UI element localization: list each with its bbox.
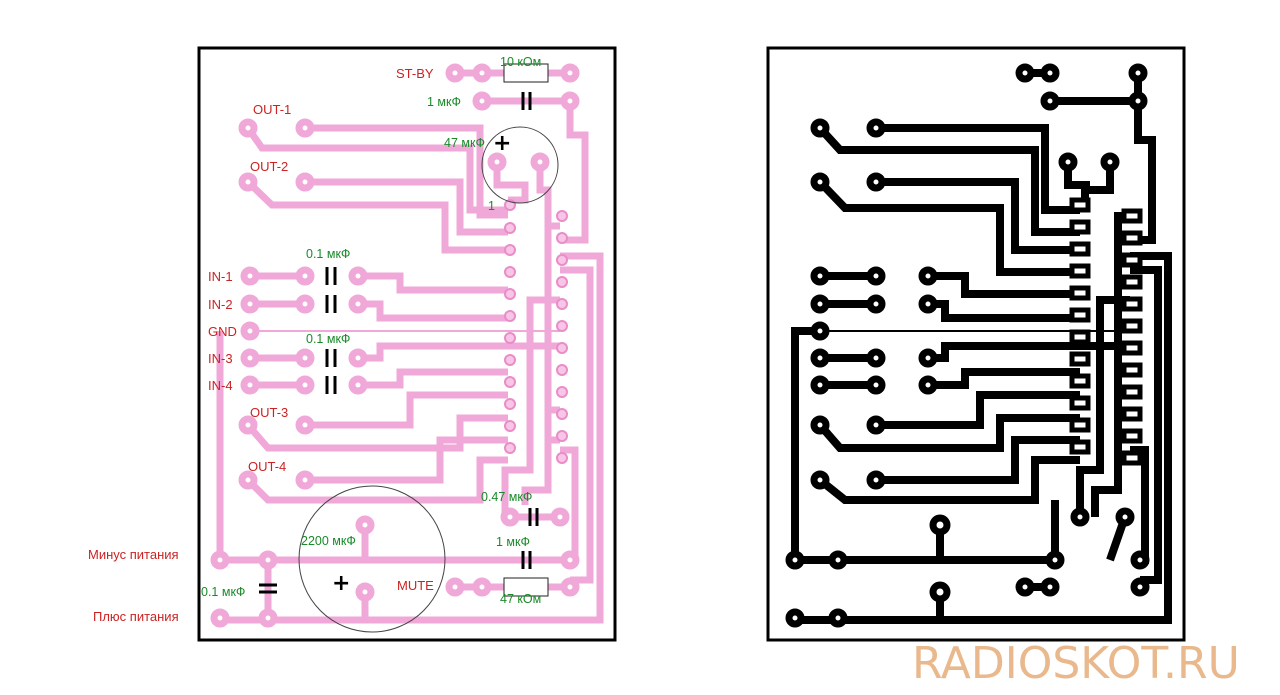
label-in-2: IN-2 — [208, 297, 233, 312]
component-side-board: ST-BY OUT-1 OUT-2 IN-1 IN-2 GND IN-3 IN-… — [88, 46, 617, 642]
label-c-2200uf: 2200 мкФ — [301, 534, 356, 548]
component-symbols — [259, 63, 559, 633]
label-st-by: ST-BY — [396, 66, 434, 81]
capacitor-symbol-047uf — [528, 508, 539, 526]
pink-traces — [216, 69, 604, 624]
label-out-2: OUT-2 — [250, 159, 288, 174]
label-in-1: IN-1 — [208, 269, 233, 284]
label-r-10k: 10 кОм — [500, 55, 541, 69]
site-watermark: RADIOSKOT.RU — [912, 638, 1240, 689]
label-in-3: IN-3 — [208, 351, 233, 366]
copper-side-board — [766, 46, 1186, 642]
capacitor-symbol-in2 — [325, 295, 337, 313]
resistor-47k — [503, 577, 549, 597]
connector-labels: ST-BY OUT-1 OUT-2 IN-1 IN-2 GND IN-3 IN-… — [88, 66, 434, 624]
capacitor-outline-47uf — [481, 126, 559, 204]
label-pin-1: 1 — [488, 199, 495, 213]
label-c-47uf: 47 мкФ — [444, 136, 485, 150]
capacitor-symbol-1uf-top — [521, 92, 532, 110]
component-labels: 10 кОм 1 мкФ 47 мкФ 1 0.1 мкФ 0.1 мкФ 0.… — [201, 55, 541, 606]
label-gnd: GND — [208, 324, 237, 339]
capacitor-symbol-in4 — [325, 376, 337, 394]
label-mute: MUTE — [397, 578, 434, 593]
label-c-1uf-top: 1 мкФ — [427, 95, 461, 109]
copper-ic-pads — [1069, 197, 1143, 466]
capacitor-symbol-power — [259, 583, 277, 594]
ic-pads — [504, 199, 568, 464]
polarity-mark-2200uf: + — [332, 571, 350, 596]
label-plus-power: Плюс питания — [93, 609, 179, 624]
label-c-01uf-power: 0.1 мкФ — [201, 585, 245, 599]
capacitor-symbol-in3 — [325, 349, 337, 367]
label-out-4: OUT-4 — [248, 459, 286, 474]
label-c-01uf-a: 0.1 мкФ — [306, 247, 350, 261]
connector-pads — [210, 63, 580, 628]
label-in-4: IN-4 — [208, 378, 233, 393]
label-c-01uf-b: 0.1 мкФ — [306, 332, 350, 346]
label-r-47k: 47 кОм — [500, 592, 541, 606]
polarity-mark-47uf: + — [493, 131, 511, 156]
label-out-3: OUT-3 — [250, 405, 288, 420]
resistor-10k — [503, 63, 549, 83]
label-c-1uf-bottom: 1 мкФ — [496, 535, 530, 549]
label-out-1: OUT-1 — [253, 102, 291, 117]
capacitor-outline-2200uf — [298, 485, 446, 633]
capacitor-symbol-1uf-bottom — [521, 551, 532, 569]
label-minus-power: Минус питания — [88, 547, 179, 562]
copper-pads — [785, 63, 1150, 628]
label-c-047uf: 0.47 мкФ — [481, 490, 532, 504]
capacitor-symbol-in1 — [325, 267, 337, 285]
